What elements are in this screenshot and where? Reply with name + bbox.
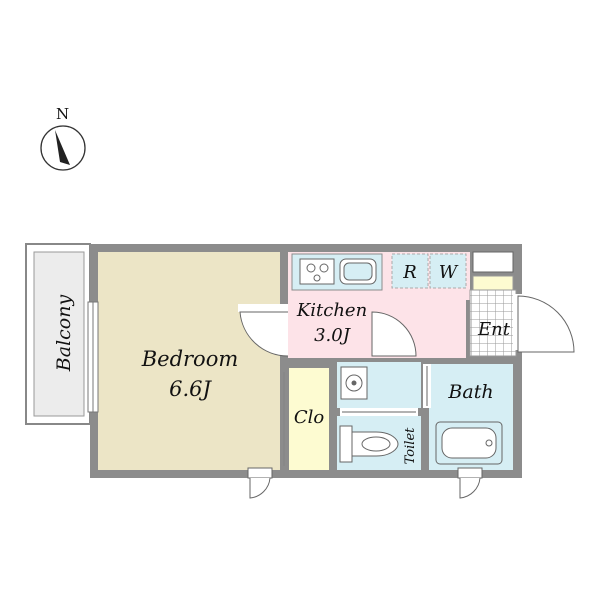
closet-label: Clo — [294, 407, 325, 428]
bath-label: Bath — [447, 381, 493, 403]
bedroom-inner-door[interactable] — [371, 311, 417, 357]
entrance-floor — [469, 289, 517, 357]
bath-bottom-window — [457, 467, 483, 499]
fridge-space — [391, 253, 429, 289]
bedroom-size: 6.6J — [169, 377, 212, 401]
compass: N — [40, 105, 86, 171]
sink-icon — [339, 258, 377, 285]
bedroom-bottom-window — [247, 467, 273, 499]
kitchen-door[interactable] — [238, 304, 289, 357]
kitchen-label: Kitchen — [296, 300, 367, 321]
toilet-icon — [339, 425, 399, 463]
closet-floor — [289, 368, 329, 470]
kitchen-size: 3.0J — [314, 325, 352, 346]
washbasin-icon — [340, 366, 368, 400]
compass-north-label: N — [56, 105, 69, 123]
toilet-label: Toilet — [403, 427, 418, 464]
bedroom-label: Bedroom — [141, 347, 239, 371]
bathtub-icon — [435, 421, 503, 465]
entrance-door[interactable] — [513, 294, 575, 353]
north-arrow-icon — [55, 130, 70, 165]
fridge-label: R — [402, 262, 417, 283]
washroom-door[interactable] — [340, 408, 418, 416]
shoe-shelf — [472, 251, 514, 273]
entrance-label: Ent — [477, 319, 511, 340]
stove-icon — [299, 258, 335, 285]
balcony-label: Balcony — [53, 295, 75, 373]
balcony: Balcony — [25, 243, 91, 425]
washer-space — [429, 253, 467, 289]
bath-door[interactable] — [423, 364, 431, 408]
washer-label: W — [439, 262, 459, 283]
entrance-step — [472, 275, 514, 291]
bedroom-floor — [98, 252, 280, 470]
compass-ring — [40, 125, 86, 171]
